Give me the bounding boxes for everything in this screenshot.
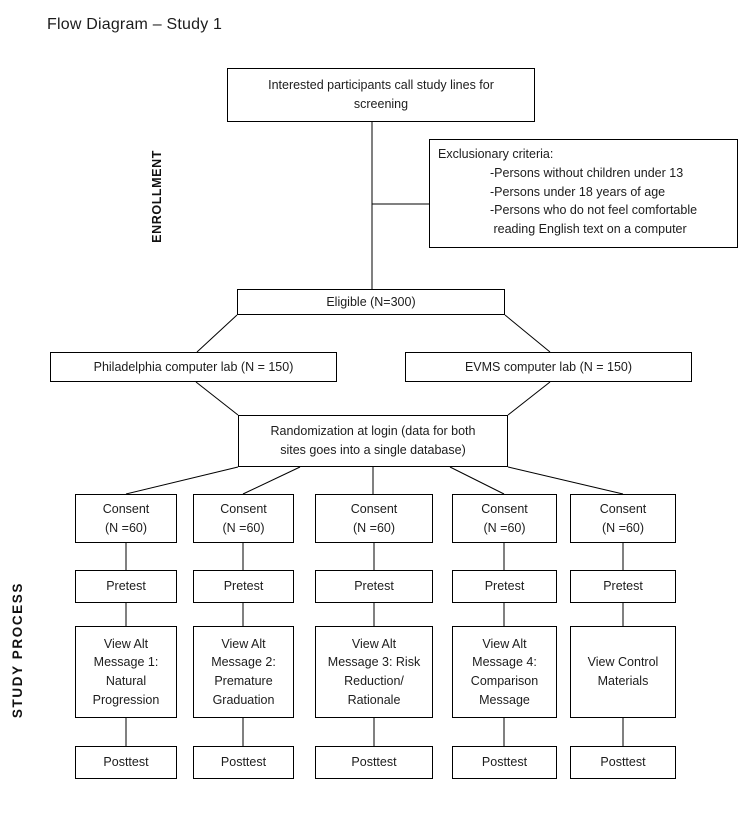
node-site-philadelphia: Philadelphia computer lab (N = 150) (50, 352, 337, 382)
section-label-enrollment: ENROLLMENT (150, 150, 164, 243)
node-consent-3: Consent (N =60) (315, 494, 433, 543)
node-randomization: Randomization at login (data for both si… (238, 415, 508, 467)
node-posttest-4: Posttest (452, 746, 557, 779)
exclusion-heading: Exclusionary criteria: (438, 147, 554, 161)
node-pretest-3: Pretest (315, 570, 433, 603)
node-message-4: View Alt Message 4: Comparison Message (452, 626, 557, 718)
node-eligible: Eligible (N=300) (237, 289, 505, 315)
node-pretest-5: Pretest (570, 570, 676, 603)
exclusion-item: -Persons without children under 13 (490, 165, 684, 180)
page-title: Flow Diagram – Study 1 (47, 16, 223, 33)
section-label-study-process: STUDY PROCESS (10, 582, 25, 719)
node-message-1: View Alt Message 1: Natural Progression (75, 626, 177, 718)
node-consent-4: Consent (N =60) (452, 494, 557, 543)
node-consent-5: Consent (N =60) (570, 494, 676, 543)
node-message-3: View Alt Message 3: Risk Reduction/ Rati… (315, 626, 433, 718)
node-consent-1: Consent (N =60) (75, 494, 177, 543)
node-message-2: View Alt Message 2: Premature Graduation (193, 626, 294, 718)
node-pretest-2: Pretest (193, 570, 294, 603)
exclusion-item: -Persons under 18 years of age (490, 184, 666, 199)
node-screening: Interested participants call study lines… (227, 68, 535, 122)
node-posttest-2: Posttest (193, 746, 294, 779)
exclusion-item: -Persons who do not feel comfortable rea… (490, 203, 698, 236)
node-exclusion-criteria: Exclusionary criteria: -Persons without … (429, 139, 738, 248)
node-message-5: View Control Materials (570, 626, 676, 718)
node-consent-2: Consent (N =60) (193, 494, 294, 543)
node-pretest-4: Pretest (452, 570, 557, 603)
node-site-evms: EVMS computer lab (N = 150) (405, 352, 692, 382)
node-posttest-1: Posttest (75, 746, 177, 779)
node-pretest-1: Pretest (75, 570, 177, 603)
node-posttest-5: Posttest (570, 746, 676, 779)
node-posttest-3: Posttest (315, 746, 433, 779)
